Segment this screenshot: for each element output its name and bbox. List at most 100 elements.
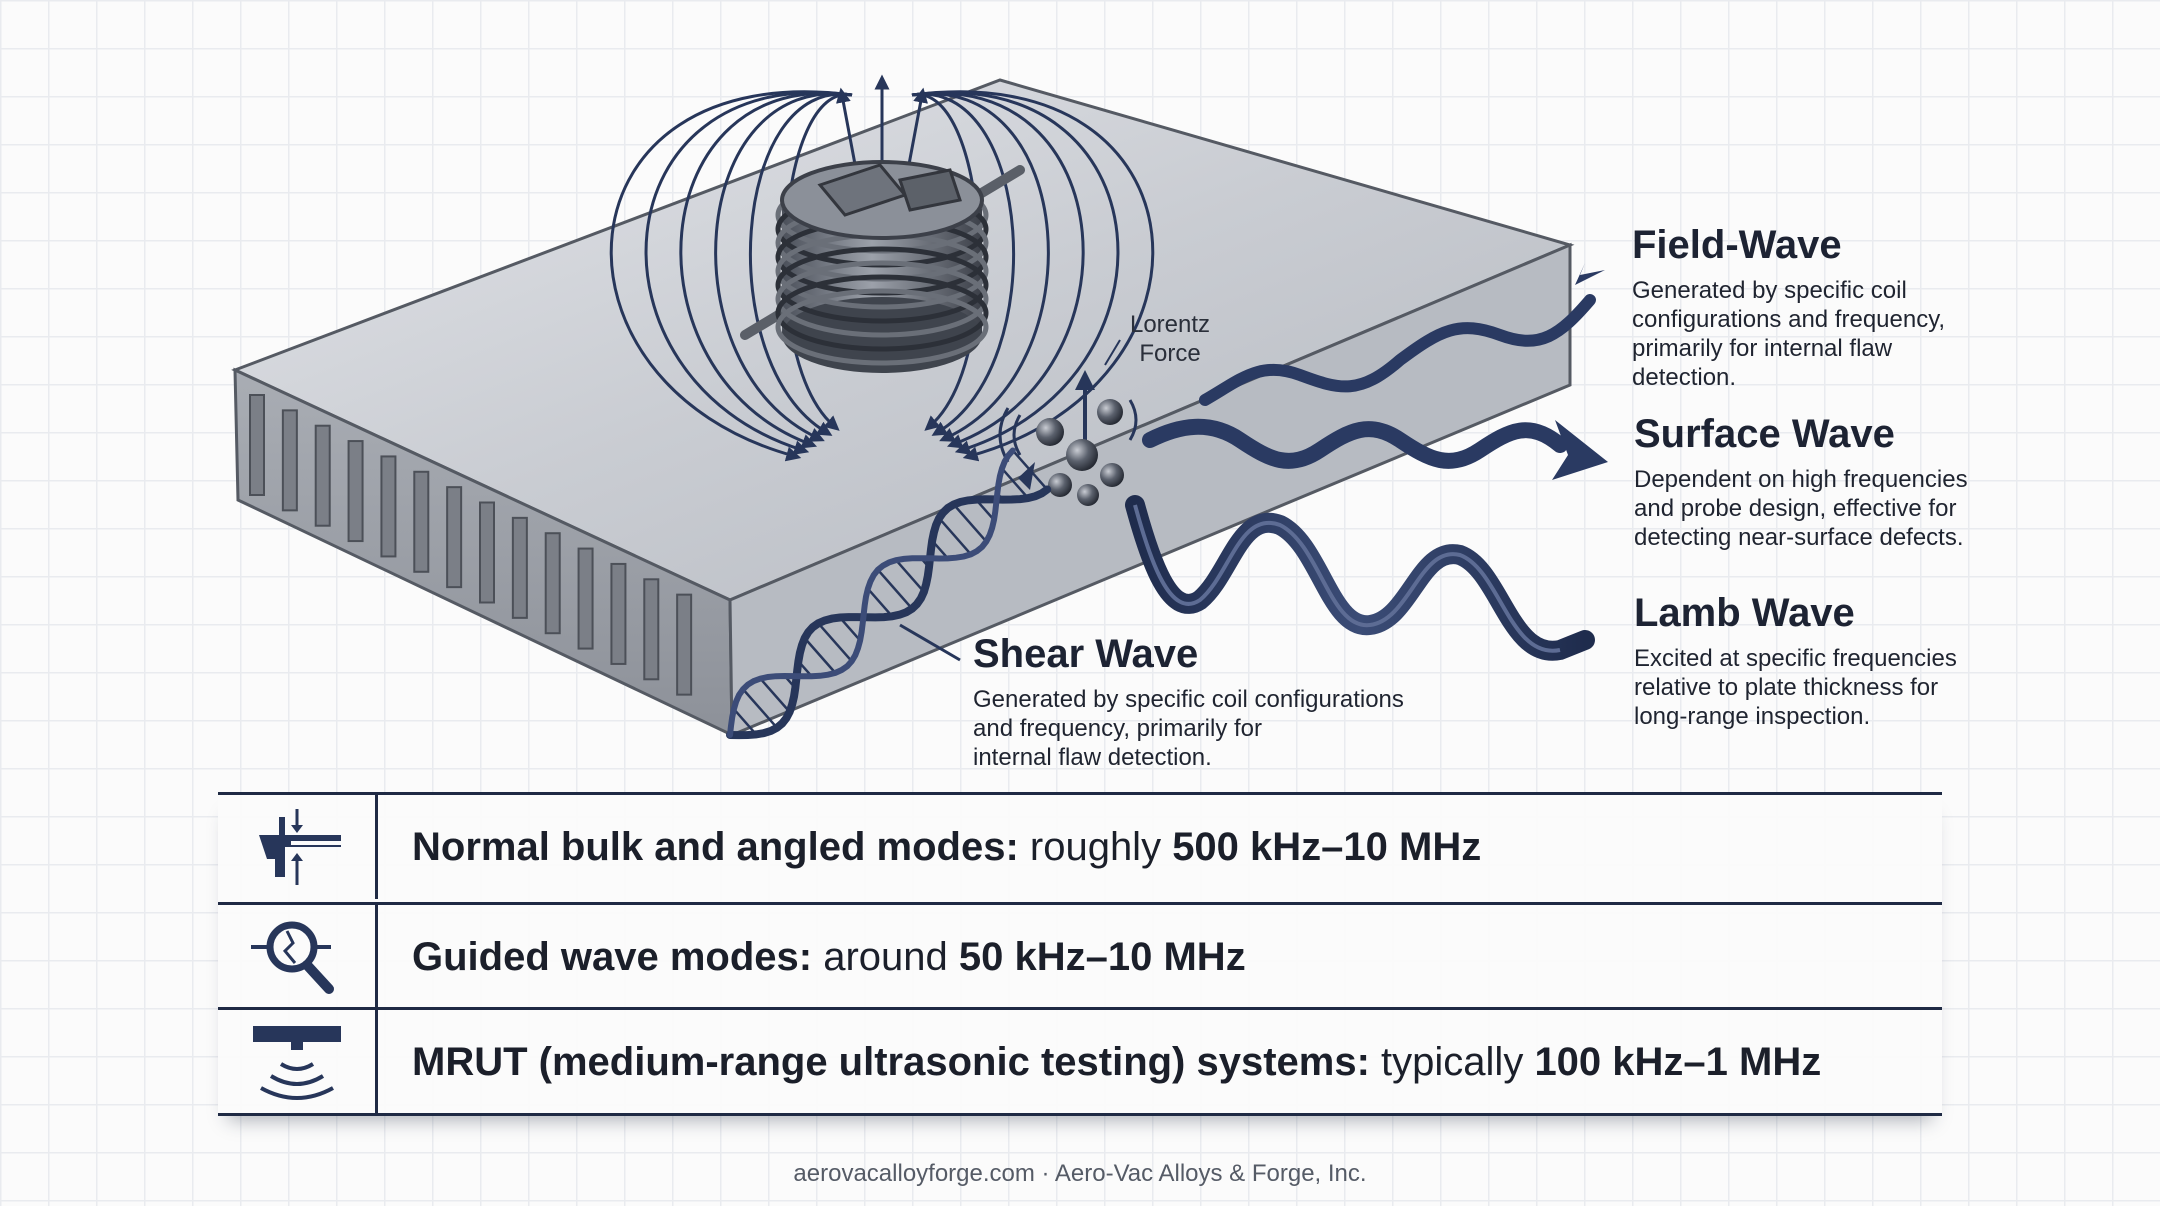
plate-slot [281,409,298,512]
helix-rung [938,517,972,556]
surface-wave [1142,418,1568,469]
lamb-wave-highlight [1133,504,1561,653]
row-text: Guided wave modes: around 50 kHz–10 MHz [378,935,1246,980]
plate-slot [643,578,660,681]
lorentz-force-label: Lorentz Force [1100,310,1240,368]
desc-line: internal flaw detection. [973,744,1212,771]
surface-wave-arrowhead [1552,420,1608,480]
desc-line: long-range inspection. [1634,703,1871,730]
particle [1048,473,1072,497]
field-line-left [679,91,853,449]
row-label: Guided wave modes: [412,934,813,979]
row-text: MRUT (medium-range ultrasonic testing) s… [378,1040,1821,1085]
field-line-right [911,90,1155,462]
plate-slot [544,532,561,635]
surface-wave-label: Surface Wave Dependent on high frequenci… [1634,411,1968,552]
row-middle: roughly [1018,824,1173,869]
plate-right-face [728,242,1572,738]
row-label: Normal bulk and angled modes: [412,824,1019,869]
helix-strand [727,447,1016,738]
particle [1100,463,1124,487]
lamb-wave-label: Lamb Wave Excited at specific frequencie… [1634,590,1957,731]
row-value: 50 kHz–10 MHz [958,934,1246,979]
table-row: MRUT (medium-range ultrasonic testing) s… [218,1007,1942,1114]
shear-wave-leader [899,623,961,662]
helix-rung [895,559,925,593]
field-wave-arrowhead [1575,263,1605,285]
particle [1036,418,1064,446]
field-wave-title: Field-Wave [1632,223,1842,267]
shear-wave [726,447,1052,740]
table-row: Guided wave modes: around 50 kHz–10 MHz [218,902,1942,1009]
surface-wave-title: Surface Wave [1634,412,1895,456]
helix-rung [803,637,837,674]
field-line-right [911,92,1050,442]
helix-rung [817,622,853,663]
probe-signal-icon [218,1010,378,1114]
row-middle: typically [1369,1039,1535,1084]
field-line-left [609,90,853,462]
field-line-left [714,92,853,442]
shear-wave-title: Shear Wave [973,632,1199,676]
helix-rung [759,677,791,713]
field-line-right [911,91,1085,449]
field-line-right [911,91,1120,455]
coil-magnet-block-2 [898,168,962,212]
field-line-left [748,92,853,436]
particle [1097,399,1123,425]
lorentz-line-1: Lorentz [1129,311,1211,338]
desc-line: and frequency, primarily for [973,715,1263,742]
lamb-wave-desc: Excited at specific frequencies relative… [1634,644,1957,731]
helix-rung [866,587,894,618]
plate-slot [249,394,265,496]
field-line-right [911,92,1016,436]
field-wave-desc: Generated by specific coil configuration… [1632,276,1945,392]
helix-rung [742,688,778,729]
helix-rung [876,568,914,610]
emat-wave-illustration [231,74,1608,740]
desc-line: relative to plate thickness for [1634,674,1939,701]
helix-rung [838,616,862,642]
row-text: Normal bulk and angled modes: roughly 50… [378,825,1481,870]
plate-slot [610,562,627,665]
particle [1066,439,1098,471]
shear-wave-desc: Generated by specific coil configuration… [973,685,1404,772]
emat-coil [740,160,1025,373]
field-wave-label: Field-Wave Generated by specific coil co… [1632,222,1945,392]
row-value: 500 kHz–10 MHz [1172,824,1482,869]
plate-slot [314,424,331,527]
table-row: Normal bulk and angled modes: roughly 50… [218,795,1942,899]
desc-line: detecting near-surface defects. [1634,524,1964,551]
vibration-mark-right [1128,399,1138,441]
helix-rung [952,503,988,543]
shear-wave-label: Shear Wave Generated by specific coil co… [973,631,1404,772]
row-value: 100 kHz–1 MHz [1534,1039,1822,1084]
plate-slot [446,486,463,589]
desc-line: configurations and frequency, [1632,306,1946,333]
lorentz-line-2: Force [1139,340,1201,367]
desc-line: Generated by specific coil [1632,277,1907,304]
plate-slot [511,516,528,619]
footer-credit: aerovacalloyforge.com · Aero-Vac Alloys … [793,1160,1367,1187]
desc-line: Generated by specific coil configuration… [973,686,1404,713]
helix-strand [726,485,1052,740]
field-line-left [644,91,853,455]
desc-line: detection. [1632,364,1737,391]
coil-turn [775,274,989,352]
desc-line: Excited at specific frequencies [1634,645,1957,672]
lamb-wave-title: Lamb Wave [1634,591,1855,635]
frequency-table: Normal bulk and angled modes: roughly 50… [218,792,1942,1116]
lorentz-leader [1104,339,1121,366]
helix-rung [1001,467,1029,499]
lorentz-particles [998,370,1138,506]
coil-turn [775,288,989,366]
surface-wave-desc: Dependent on high frequencies and probe … [1634,465,1968,552]
desc-line: and probe design, effective for [1634,495,1957,522]
plate-slot [380,455,397,558]
field-wave [1199,294,1596,406]
helix-rung [732,708,758,736]
row-middle: around [812,934,959,979]
magnifier-crack-icon [218,905,378,1009]
plate-slot [577,547,594,650]
particle [1077,484,1099,506]
